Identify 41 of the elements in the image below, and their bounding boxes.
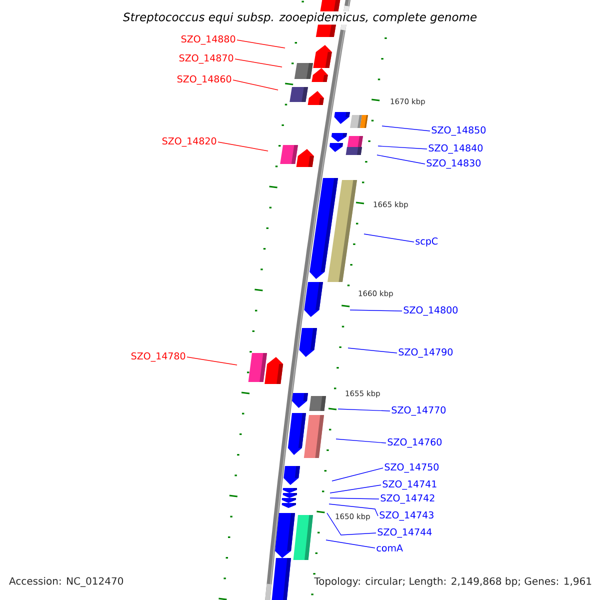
leader-line (186, 356, 238, 366)
leader-line (326, 512, 376, 536)
gene-label: SZO_14880 (181, 35, 236, 45)
gene-label: SZO_14744 (378, 528, 432, 538)
footer-text: Accession: NC_012470 (9, 577, 124, 587)
gene-label: SZO_14870 (179, 54, 234, 64)
leader-line (338, 408, 390, 412)
leader-line (326, 540, 376, 548)
leader-line (336, 438, 386, 444)
leader-line (330, 484, 382, 494)
gene-label: SZO_14760 (388, 438, 442, 448)
leader-line (376, 154, 426, 164)
gene-label: SZO_14780 (131, 352, 186, 362)
gene-label: SZO_14790 (398, 348, 453, 358)
gene-label: SZO_14770 (392, 406, 446, 416)
gene-label: SZO_14741 (382, 480, 436, 490)
gene-label: SZO_14743 (380, 511, 434, 521)
gene-label: comA (376, 544, 403, 552)
gene-label: SZO_14850 (432, 126, 486, 136)
leader-line (364, 234, 414, 242)
leader-line (332, 468, 384, 482)
leader-line (348, 348, 398, 354)
leader-line (328, 504, 378, 516)
footer-text: Topology: circular; Length: 2,149,868 bp; Genes: 1,961 (314, 577, 592, 587)
gene-label: SZO_14840 (428, 144, 483, 154)
gene-label: scpC (416, 237, 438, 247)
genome-title: Streptococcus equi subsp. zooepidemicus, complete genome (122, 11, 478, 25)
gene-label: SZO_14820 (162, 137, 216, 147)
gene-label: SZO_14742 (380, 494, 434, 504)
leader-line (236, 40, 286, 48)
leader-line (378, 146, 428, 150)
gene-label: SZO_14830 (426, 159, 481, 169)
gene-label: SZO_14860 (177, 75, 232, 85)
leader-line (232, 80, 278, 90)
gene-label: SZO_14750 (384, 463, 439, 473)
leader-line (218, 142, 268, 152)
gene-label: SZO_14800 (404, 306, 458, 316)
leader-line (382, 126, 430, 132)
leader-line (350, 310, 402, 312)
leader-line (330, 498, 380, 500)
leader-line (234, 58, 282, 68)
